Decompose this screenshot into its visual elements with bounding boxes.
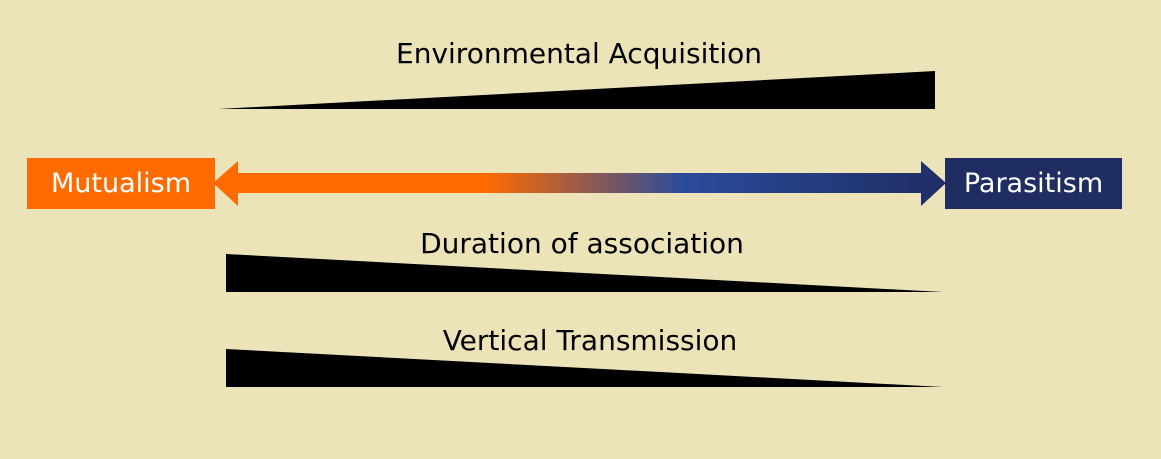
- environmental-acquisition-label: Environmental Acquisition: [396, 37, 762, 70]
- mutualism-box: Mutualism: [27, 158, 215, 209]
- duration-of-association-wedge: [226, 254, 943, 292]
- vertical-transmission-wedge: [226, 349, 943, 387]
- vertical-transmission-label: Vertical Transmission: [442, 324, 738, 357]
- parasitism-box: Parasitism: [945, 158, 1122, 209]
- parasitism-label: Parasitism: [963, 168, 1104, 199]
- environmental-acquisition-wedge: [218, 71, 935, 109]
- mutualism-label: Mutualism: [50, 168, 192, 199]
- duration-of-association-label: Duration of association: [420, 227, 744, 260]
- mutualism-parasitism-arrow: [213, 161, 946, 206]
